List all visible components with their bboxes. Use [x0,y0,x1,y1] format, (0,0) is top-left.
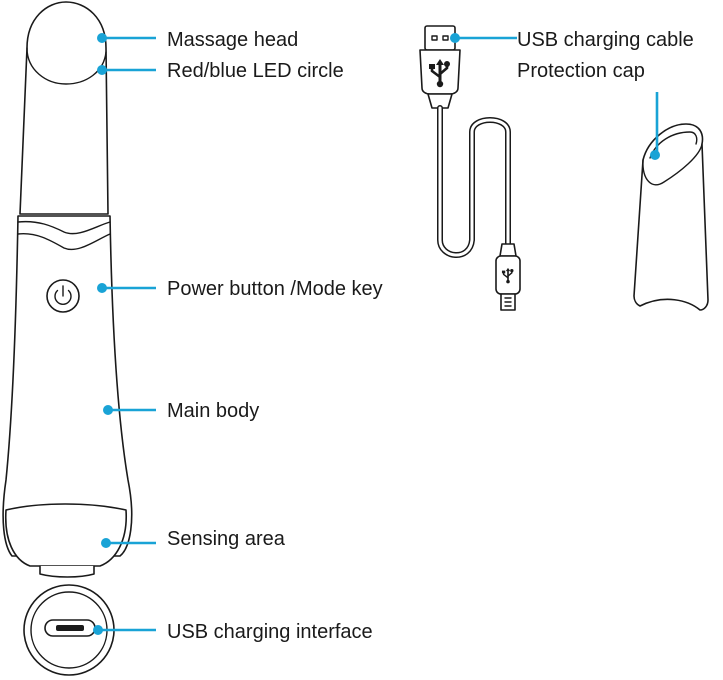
usb-cable [419,25,521,311]
usb-a-slot-right [442,35,449,41]
usb-a-slot-left [431,35,438,41]
sensing-foot [39,565,95,578]
leader-massage-head [97,33,156,43]
bottom-view [23,584,115,676]
sensing-area-shape [4,503,127,567]
label-main-body: Main body [167,400,259,422]
cable-wire-outer [437,105,511,258]
usb-trident-icon [429,59,450,88]
label-massage-head: Massage head [167,29,298,51]
massage-head-shape [19,1,109,215]
leader-main-body [103,405,156,415]
cap-body [633,123,709,311]
label-usb-cable: USB charging cable [517,29,694,51]
collar-bottom [17,232,111,251]
leader-sensing-area [101,538,156,548]
leader-usb-interface [93,625,156,635]
usb-a-neck [427,93,453,109]
power-icon [54,285,72,305]
leader-protection-cap [650,92,660,160]
leader-usb-cable [450,33,517,43]
label-led-circle: Red/blue LED circle [167,60,344,82]
massage-device [2,1,133,578]
protection-cap [633,123,709,311]
micro-usb-trident-icon [501,267,514,284]
main-body-shape [2,215,133,557]
leader-led-circle [97,65,156,75]
cap-opening [642,143,703,186]
label-power-button: Power button /Mode key [167,278,383,300]
label-protection-cap: Protection cap [517,60,645,82]
leader-power-button [97,283,156,293]
label-usb-interface: USB charging interface [167,621,373,643]
micro-usb-neck [499,243,517,257]
collar-top [17,220,111,235]
label-sensing-area: Sensing area [167,528,286,550]
usb-port-inner [56,625,84,631]
cable-wire-inner [438,106,510,257]
